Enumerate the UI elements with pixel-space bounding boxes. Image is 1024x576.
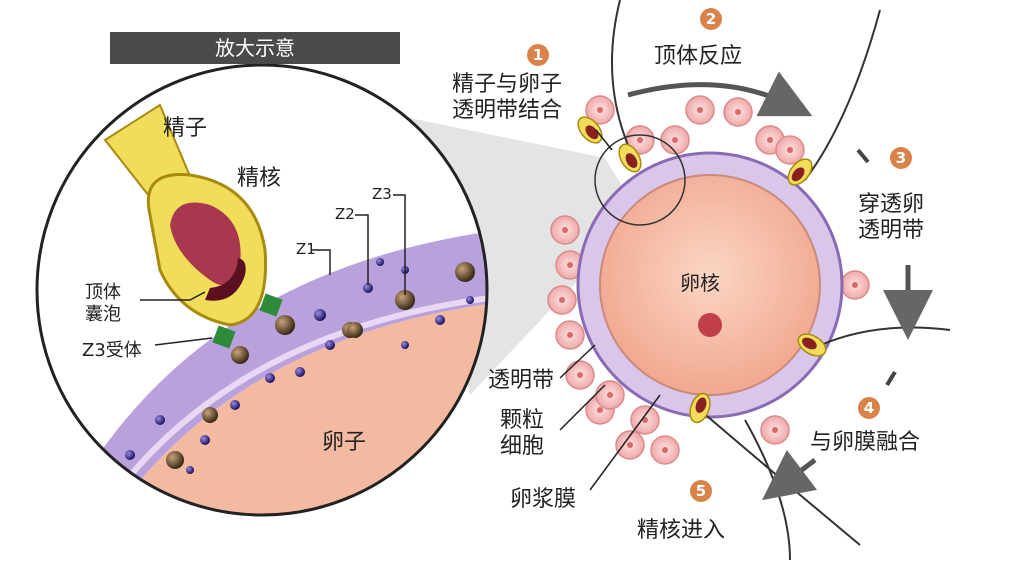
step-3-label: 穿透卵 透明带: [858, 192, 924, 244]
zona-glycoprotein-particle: [401, 341, 409, 349]
egg-nucleus: [698, 313, 722, 337]
label-granulosa-text: 颗粒 细胞: [500, 408, 545, 459]
granulosa-cell-nucleus: [567, 332, 573, 338]
granulosa-cell-nucleus: [697, 107, 703, 113]
arrow-step-1-2: [627, 71, 813, 117]
zona-glycoprotein-particle: [186, 466, 194, 474]
step-2-label: 顶体反应: [654, 44, 743, 69]
step-4-label: 与卵膜融合: [810, 430, 921, 455]
label-sperm-nucleus: 精核: [237, 166, 282, 191]
zoom-source-circle: [594, 134, 686, 226]
zona-glycoprotein-particle: [166, 451, 184, 469]
sperm-head-nucleus: [791, 167, 805, 182]
zona-glycoprotein-particle: [295, 367, 305, 377]
granulosa-cell-nucleus: [562, 227, 568, 233]
egg-leader-lines: [559, 129, 661, 491]
zona-glycoprotein-particle: [363, 283, 373, 293]
granulosa-cell-nucleus: [662, 447, 668, 453]
step-1-label: 精子与卵子 透明带结合: [452, 72, 562, 124]
ooplasm: [599, 174, 821, 396]
zona-glycoprotein-particle: [395, 290, 415, 310]
z3-receptor: [212, 325, 236, 349]
z3-receptor: [259, 293, 283, 317]
granulosa-cell-nucleus: [567, 262, 573, 268]
granulosa-cell-nucleus: [597, 107, 603, 113]
zona-glycoprotein-particle: [435, 315, 445, 325]
granulosa-cell-nucleus: [735, 109, 741, 115]
zona-glycoprotein-particle: [347, 322, 363, 338]
sperm-head-nucleus: [625, 153, 638, 168]
granulosa-cell-nucleus: [787, 147, 793, 153]
zona-glycoprotein-particle: [231, 346, 249, 364]
label-z3-receptor: Z3受体: [82, 340, 142, 361]
label-acrosome: 顶体 囊泡: [85, 282, 135, 326]
granulosa-cell-nucleus: [627, 442, 633, 448]
step-4-number: 4: [858, 397, 880, 419]
tick-step-4: [885, 370, 897, 387]
step-5-number: 5: [690, 480, 712, 502]
zona-glycoprotein-particle: [376, 258, 384, 266]
zona-glycoprotein-particle: [200, 435, 210, 445]
step-3-text: 穿透卵 透明带: [858, 192, 925, 243]
zona-glycoprotein-particle: [265, 373, 275, 383]
sperm-head: [797, 333, 827, 357]
step-1-number: 1: [527, 44, 549, 66]
arrow-step-4-5: [762, 449, 818, 501]
granulosa-cell-nucleus: [852, 282, 858, 288]
zona-glycoprotein-particle: [325, 340, 335, 350]
step-2-number: 2: [700, 8, 722, 30]
step-5-label: 精核进入: [637, 518, 726, 543]
step-3-number: 3: [890, 147, 912, 169]
zoom-leader-lines: [140, 194, 406, 346]
sperm-head: [577, 116, 603, 144]
granulosa-cell-nucleus: [597, 407, 603, 413]
granulosa-cell-nucleus: [672, 137, 678, 143]
zona-glycoprotein-particle: [135, 485, 145, 495]
label-zona: 透明带: [488, 368, 555, 393]
granulosa-cell-nucleus: [577, 372, 583, 378]
label-z1: Z1: [296, 240, 316, 258]
tick-step-3: [856, 148, 870, 164]
label-granulosa: 颗粒 细胞: [500, 408, 544, 460]
granulosa-cell-nucleus: [772, 427, 778, 433]
zona-glycoprotein-particle: [125, 450, 135, 460]
granulosa-cell-nucleus: [767, 137, 773, 143]
label-z2: Z2: [335, 205, 355, 223]
zoom-circle-border: [35, 63, 489, 517]
egg-cell: [547, 95, 870, 465]
sperm-head-nucleus: [585, 125, 599, 140]
zoom-sperm-nucleus: [170, 202, 241, 285]
step-1-text: 精子与卵子 透明带结合: [452, 72, 563, 123]
zona-glycoprotein-particle: [455, 262, 475, 282]
label-membrane: 卵浆膜: [510, 487, 577, 512]
sperm-head: [787, 158, 813, 186]
label-acrosome-text: 顶体 囊泡: [85, 282, 121, 325]
zoom-acrosome: [205, 258, 246, 301]
granulosa-cell-nucleus: [559, 297, 565, 303]
label-sperm: 精子: [163, 116, 208, 141]
zona-glycoprotein-particle: [230, 400, 240, 410]
sperm-head: [689, 392, 711, 424]
label-egg-nucleus: 卵核: [680, 271, 720, 295]
label-z3: Z3: [372, 185, 392, 203]
zona-glycoprotein-particle: [314, 309, 326, 321]
sperm-head-nucleus: [802, 337, 817, 350]
zona-glycoprotein-particle: [466, 296, 474, 304]
zona-glycoprotein-particle: [275, 315, 295, 335]
zona-glycoprotein-particle: [202, 407, 218, 423]
granulosa-cell-nucleus: [637, 137, 643, 143]
sperm-head-nucleus: [695, 397, 707, 413]
label-egg-zoom: 卵子: [322, 430, 367, 455]
zoom-membrane-line: [97, 292, 487, 515]
granulosa-cell-nucleus: [607, 392, 613, 398]
sperm-head: [618, 143, 642, 173]
zona-glycoprotein-particle: [155, 415, 165, 425]
zoom-banner: 放大示意: [110, 32, 400, 64]
